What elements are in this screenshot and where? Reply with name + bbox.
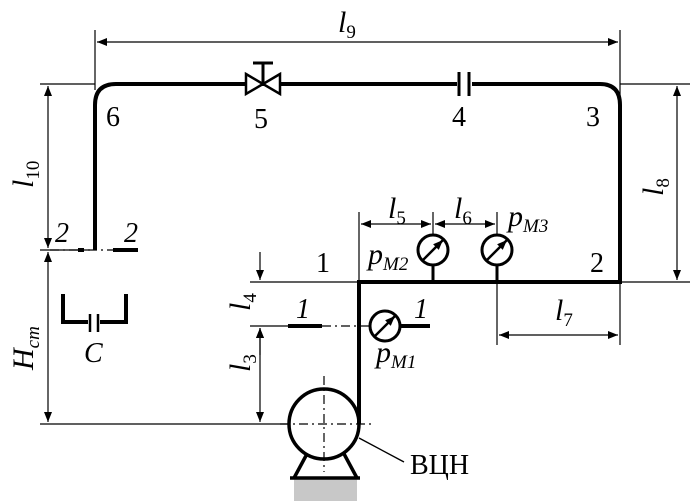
point-2-label: 2 [590, 248, 604, 279]
label-l9: l9 [338, 6, 356, 43]
label-pm3: pМ3 [506, 200, 548, 237]
gauge-pm3-icon [480, 233, 514, 282]
section-1-right-label: 1 [414, 294, 428, 325]
label-l6: l6 [454, 192, 472, 229]
pump-icon [280, 376, 405, 501]
label-pm1: pМ1 [374, 336, 416, 373]
point-4-label: 4 [452, 102, 466, 133]
section-1-left-label: 1 [296, 294, 310, 325]
label-l3: l3 [224, 354, 261, 372]
label-l10: l10 [7, 161, 44, 188]
point-6-label: 6 [106, 102, 120, 133]
point-5-label: 5 [254, 104, 268, 135]
label-l4: l4 [224, 293, 261, 311]
pipeline [50, 82, 622, 420]
orifice-icon [457, 72, 472, 96]
label-l7: l7 [555, 294, 573, 331]
point-3-label: 3 [586, 102, 600, 133]
label-hst: Hст [7, 326, 44, 371]
section-2-left-label: 2 [55, 218, 69, 249]
label-l5: l5 [388, 192, 406, 229]
section-2-right-label: 2 [124, 218, 138, 249]
tank-icon [61, 294, 128, 332]
dimension-lines [44, 38, 681, 422]
label-pm2: pМ2 [366, 238, 409, 275]
label-l8: l8 [637, 178, 674, 196]
pump-label: ВЦН [410, 450, 469, 481]
tank-label: C [84, 338, 103, 369]
gauge-pm2-icon [416, 233, 450, 282]
valve-icon [244, 61, 282, 97]
gauge-pm1-icon [368, 309, 402, 343]
point-1-label: 1 [316, 248, 330, 279]
